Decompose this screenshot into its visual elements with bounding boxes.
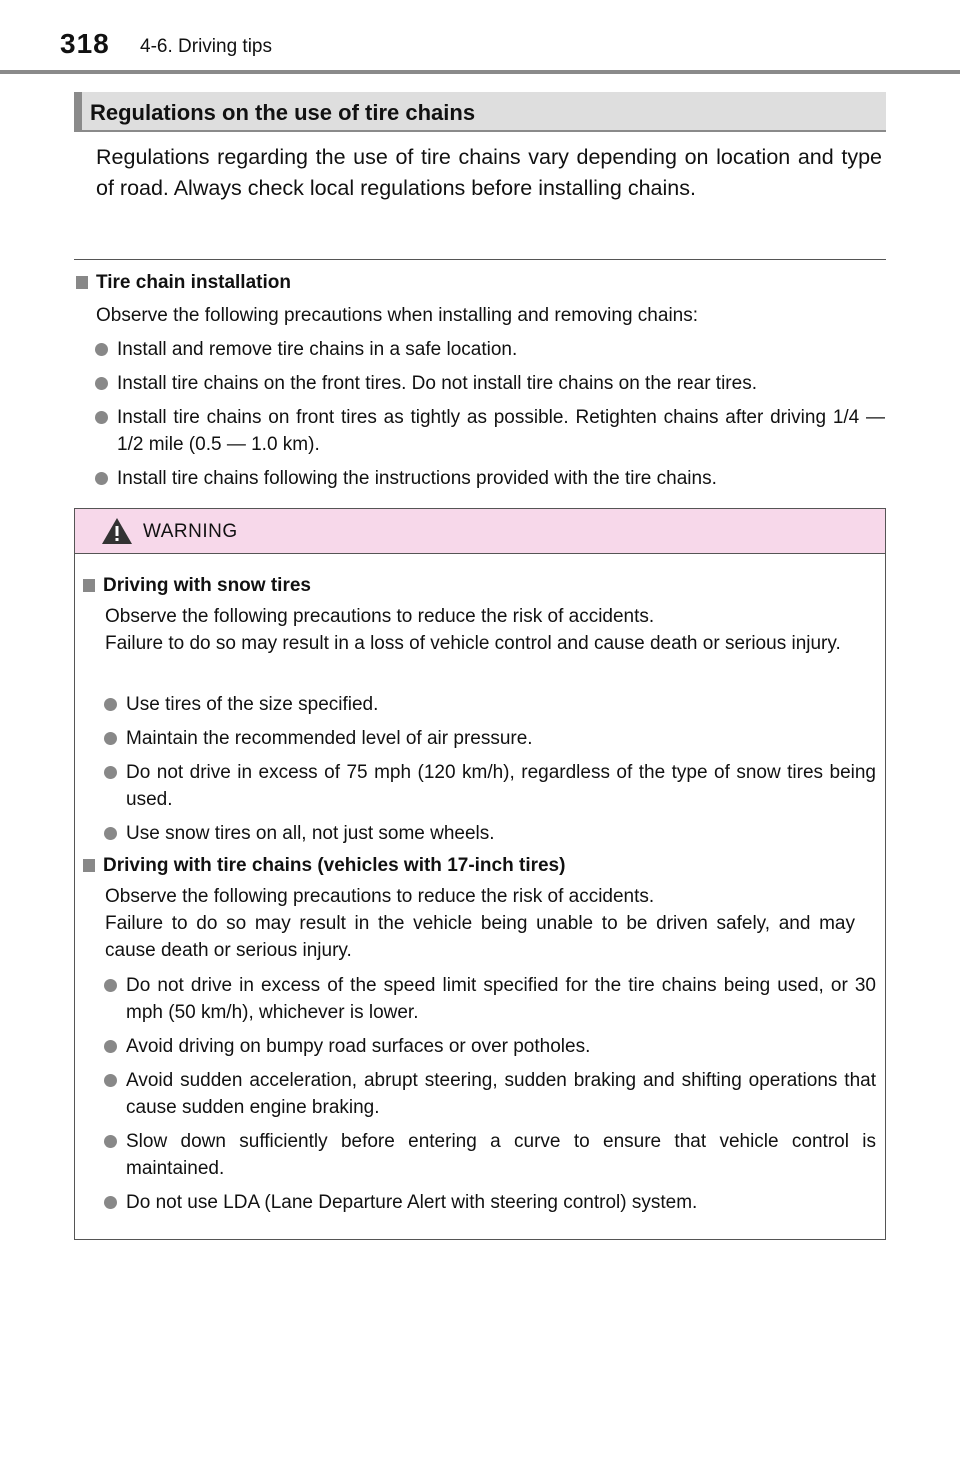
installation-heading-text: Tire chain installation [96,272,291,293]
bullet-dot-icon [104,1074,117,1087]
installation-bullet-text: Install and remove tire chains in a safe… [117,339,518,360]
bullet-dot-icon [104,698,117,711]
installation-bullet: Install tire chains on the front tires. … [95,370,885,397]
snow-tires-bullet-text: Maintain the recommended level of air pr… [126,728,533,749]
section-bar-underline [74,130,886,132]
installation-lead: Observe the following precautions when i… [96,305,699,326]
installation-bullet-text: Install tire chains following the instru… [117,468,717,489]
tire-chains-heading-text: Driving with tire chains (vehicles with … [103,855,566,876]
warning-label: WARNING [143,521,238,542]
snow-tires-bullet-text: Use tires of the size specified. [126,694,379,715]
tire-chains-heading: Driving with tire chains (vehicles with … [83,855,565,877]
bullet-dot-icon [104,979,117,992]
installation-heading: Tire chain installation [76,272,291,294]
bullet-dot-icon [104,1196,117,1209]
page-header: 318 4-6. Driving tips [0,0,960,74]
installation-bullet-text: Install tire chains on front tires as ti… [117,407,885,455]
tire-chains-lead: Observe the following precautions to red… [105,886,655,907]
bullet-dot-icon [104,1040,117,1053]
bullet-dot-icon [95,472,108,485]
installation-bullet: Install and remove tire chains in a safe… [95,336,885,363]
tire-chains-bullet: Avoid driving on bumpy road surfaces or … [104,1033,876,1060]
installation-bullet: Install tire chains on front tires as ti… [95,404,885,458]
snow-tires-bullet: Do not drive in excess of 75 mph (120 km… [104,759,876,813]
snow-tires-consequence: Failure to do so may result in a loss of… [105,633,841,654]
square-bullet-icon [76,276,88,289]
tire-chains-bullet-text: Avoid sudden acceleration, abrupt steeri… [126,1070,876,1118]
tire-chains-bullet: Avoid sudden acceleration, abrupt steeri… [104,1067,876,1121]
installation-bullet: Install tire chains following the instru… [95,465,885,492]
page-number: 318 [60,28,110,59]
snow-tires-bullet: Use snow tires on all, not just some whe… [104,820,876,847]
intro-paragraph: Regulations regarding the use of tire ch… [96,145,882,200]
snow-tires-bullet: Use tires of the size specified. [104,691,876,718]
tire-chains-bullet: Slow down sufficiently before entering a… [104,1128,876,1182]
bullet-dot-icon [104,1135,117,1148]
bullet-dot-icon [95,411,108,424]
warning-triangle-icon [102,518,132,544]
tire-chains-bullet-text: Slow down sufficiently before entering a… [126,1131,876,1179]
tire-chains-bullet: Do not drive in excess of the speed limi… [104,972,876,1026]
section-divider [74,259,886,260]
section-bar-accent [74,92,82,132]
section-title-bar: Regulations on the use of tire chains [74,92,886,132]
tire-chains-consequence: Failure to do so may result in the vehic… [105,913,855,961]
snow-tires-bullet-text: Use snow tires on all, not just some whe… [126,823,495,844]
bullet-dot-icon [104,766,117,779]
snow-tires-bullet: Maintain the recommended level of air pr… [104,725,876,752]
tire-chains-bullet-text: Avoid driving on bumpy road surfaces or … [126,1036,591,1057]
bullet-dot-icon [104,827,117,840]
snow-tires-lead: Observe the following precautions to red… [105,606,655,627]
bullet-dot-icon [95,377,108,390]
bullet-dot-icon [95,343,108,356]
tire-chains-bullet-text: Do not drive in excess of the speed limi… [126,975,876,1023]
chapter-title: 4-6. Driving tips [140,36,272,57]
snow-tires-heading: Driving with snow tires [83,575,311,597]
square-bullet-icon [83,859,95,872]
square-bullet-icon [83,579,95,592]
section-title: Regulations on the use of tire chains [90,100,476,125]
tire-chains-bullet-text: Do not use LDA (Lane Departure Alert wit… [126,1192,698,1213]
tire-chains-bullet: Do not use LDA (Lane Departure Alert wit… [104,1189,876,1216]
bullet-dot-icon [104,732,117,745]
snow-tires-heading-text: Driving with snow tires [103,575,311,596]
header-rule [0,70,960,74]
installation-bullet-text: Install tire chains on the front tires. … [117,373,757,394]
warning-box: WARNING Driving with snow tires Observe … [74,508,886,1240]
snow-tires-bullet-text: Do not drive in excess of 75 mph (120 km… [126,762,876,810]
warning-header: WARNING [75,509,885,554]
